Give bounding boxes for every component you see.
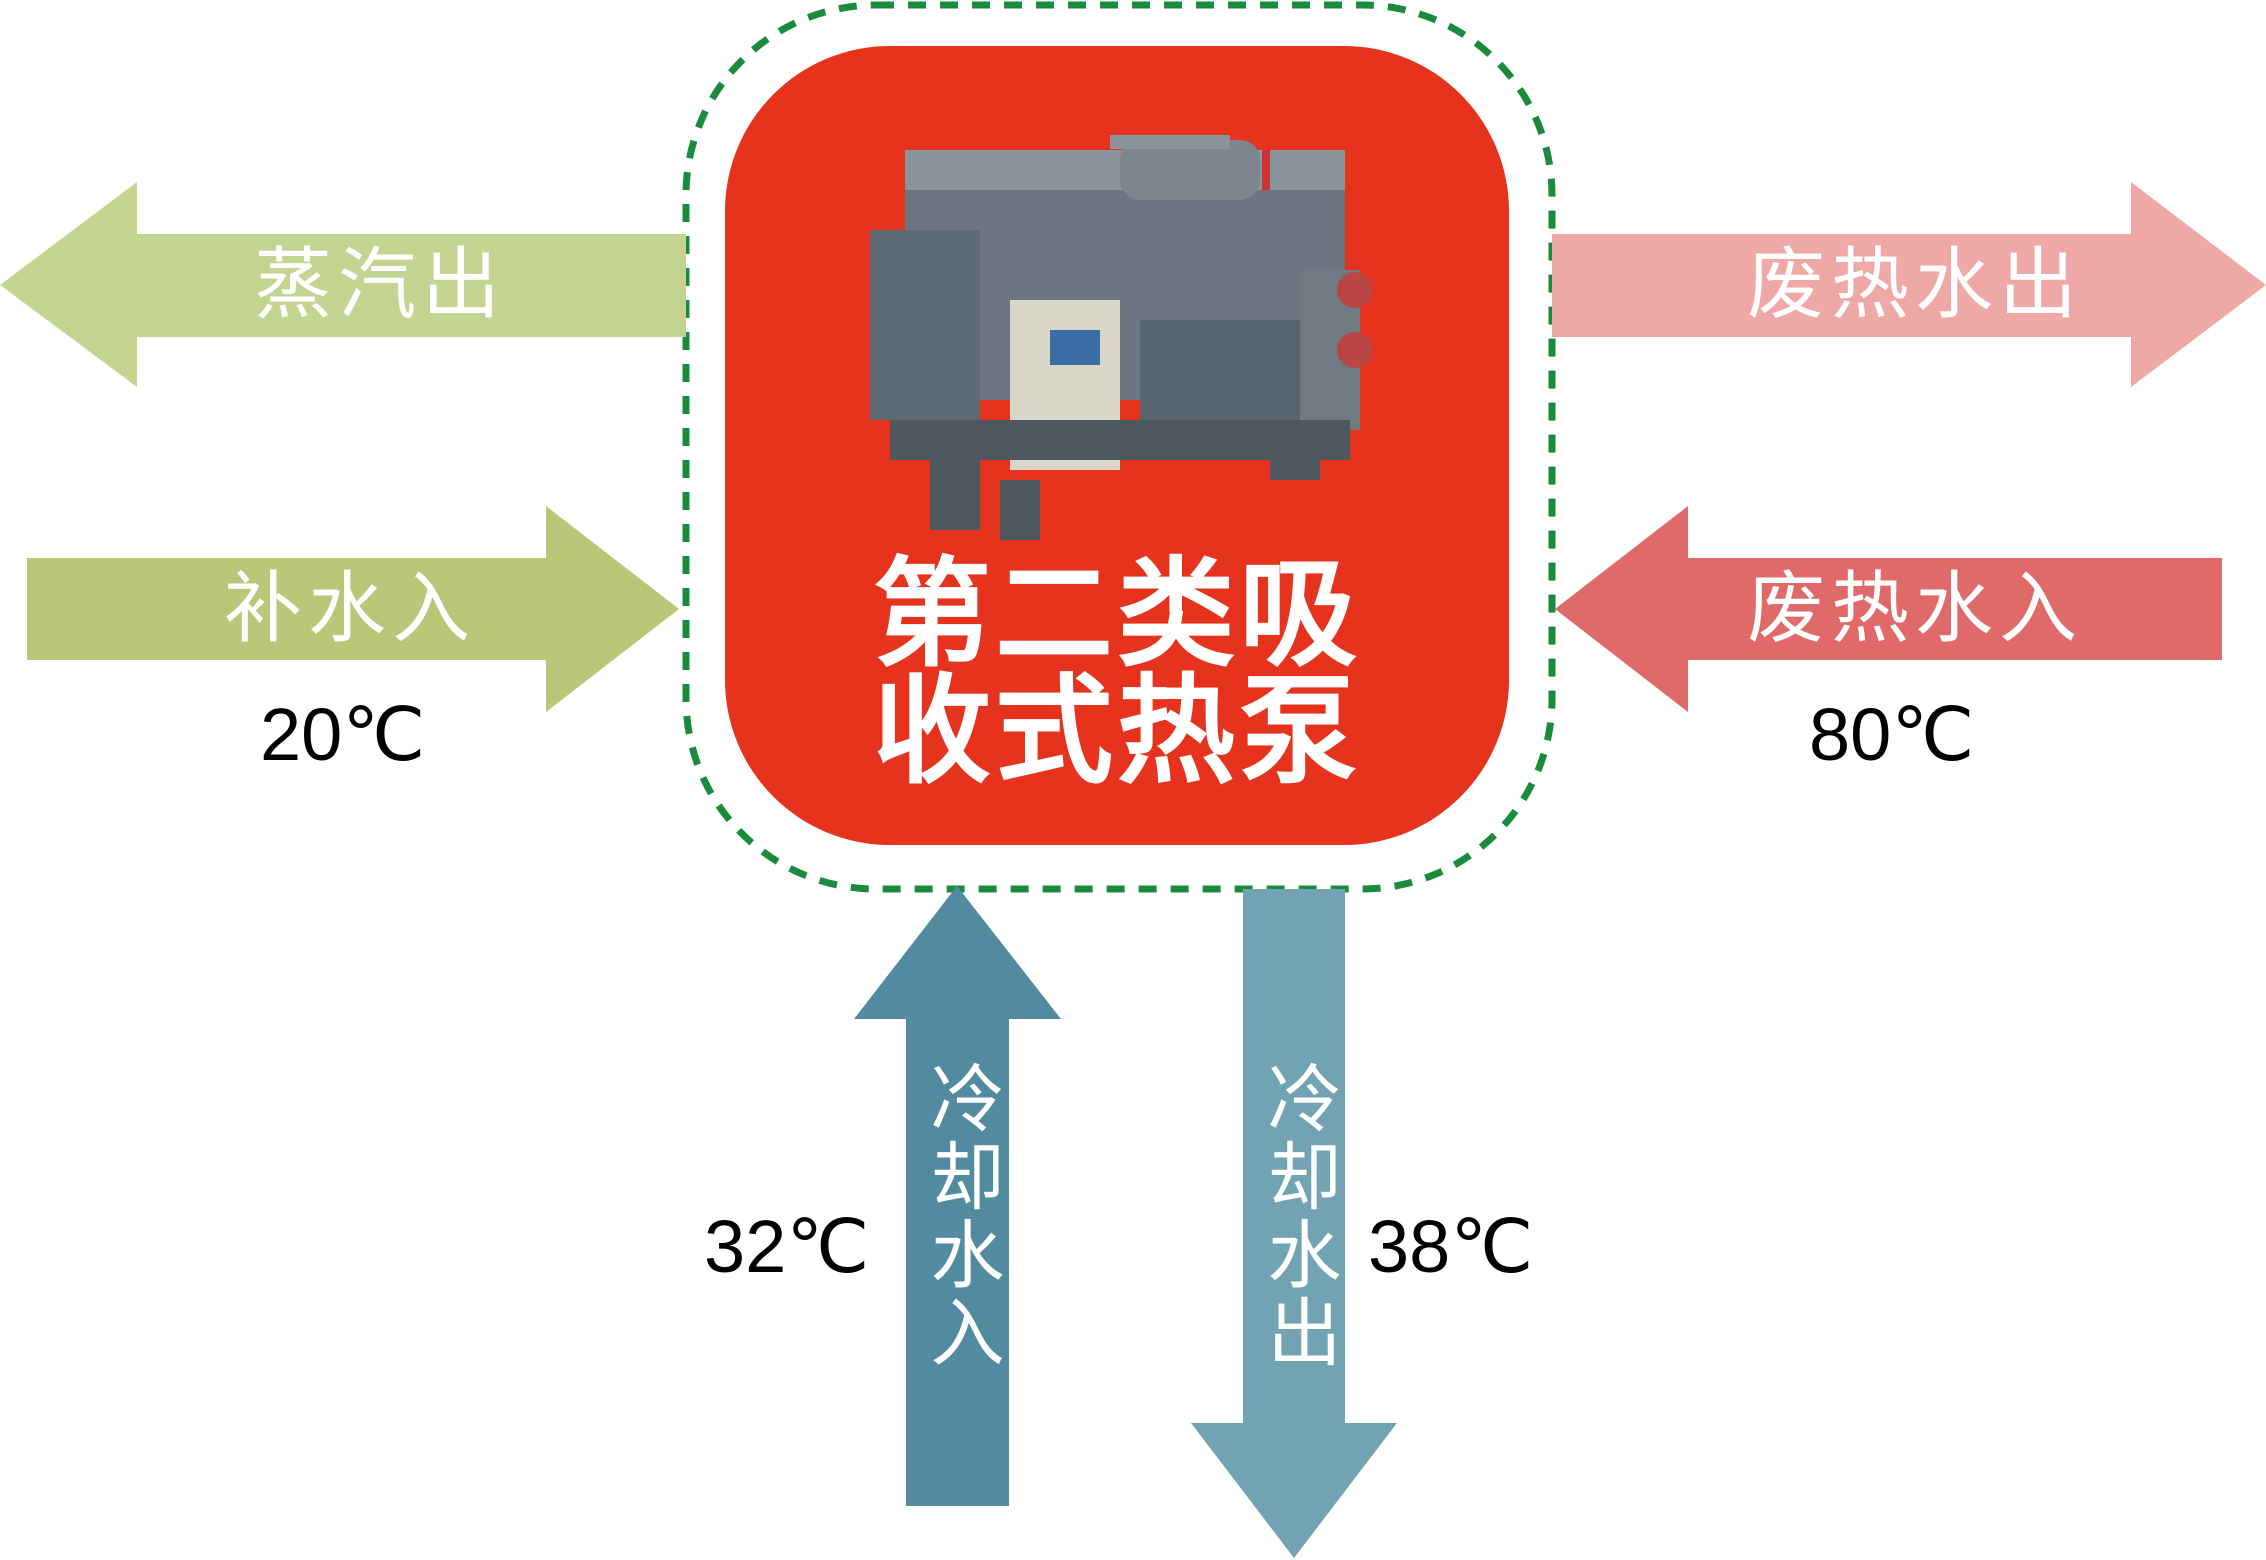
waste-in-label: 废热水入 — [1746, 564, 2083, 654]
waste-in-temp: 80℃ — [1809, 693, 1975, 776]
makeup-in-label: 补水入 — [223, 564, 476, 654]
cooling-in-arrow — [854, 886, 1061, 1506]
cooling-in-label: 冷却水入 — [918, 1060, 1004, 1372]
makeup-in-temp: 20℃ — [260, 693, 426, 776]
title-line-1: 第二类吸 — [872, 545, 1361, 683]
waste-out-arrow — [1552, 182, 2266, 387]
title-line-2: 收式热泵 — [872, 662, 1361, 800]
cooling-out-temp: 38℃ — [1368, 1205, 1534, 1288]
cooling-out-arrow — [1191, 889, 1397, 1558]
waste-in-arrow — [1555, 506, 2222, 712]
system-boundary — [682, 1, 1556, 893]
cooling-out-label: 冷却水出 — [1255, 1060, 1341, 1372]
steam-out-arrow — [0, 182, 686, 387]
makeup-in-arrow — [27, 506, 679, 712]
cooling-in-temp: 32℃ — [704, 1205, 870, 1288]
heat-pump-machine-image — [870, 135, 1373, 540]
waste-out-label: 废热水出 — [1746, 240, 2083, 330]
steam-out-label: 蒸汽出 — [253, 240, 506, 330]
